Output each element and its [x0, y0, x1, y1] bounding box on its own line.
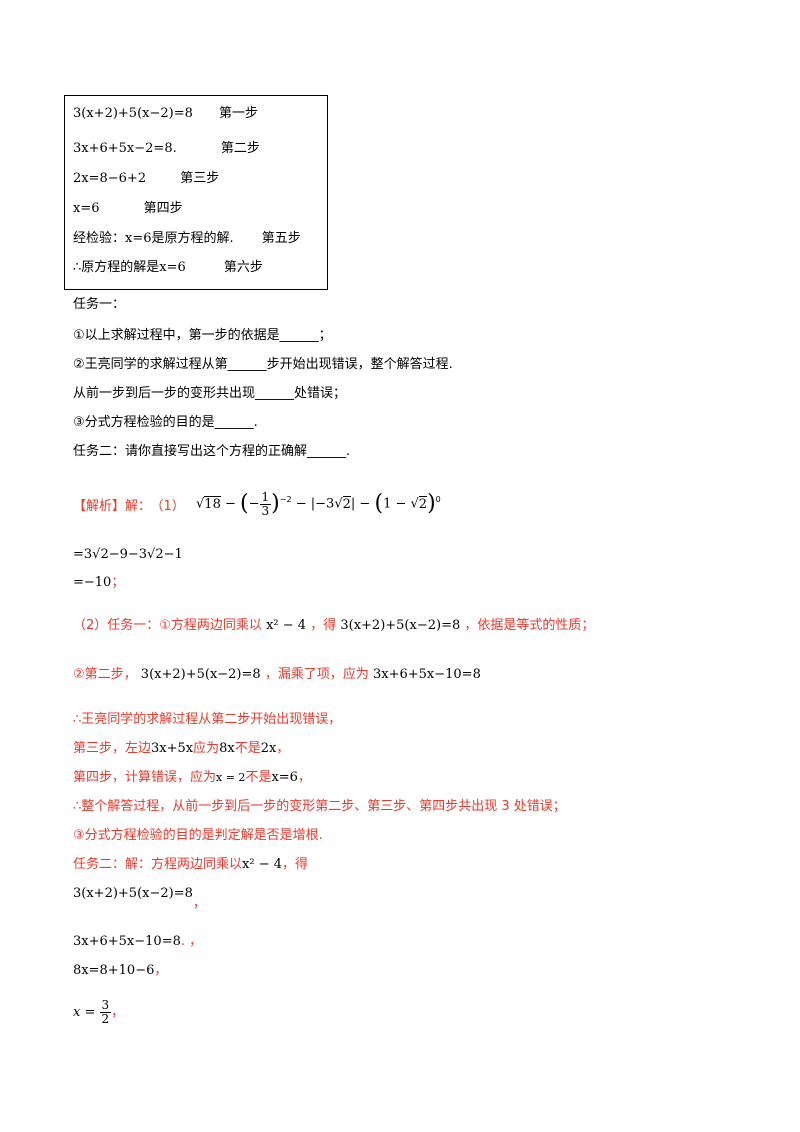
task-q3: ③分式方程检验的目的是______. [73, 415, 258, 430]
result-line-1: =3√2−9−3√2−1 [73, 547, 183, 562]
step-3-label: 第三步 [180, 171, 220, 186]
step-4-label: 第四步 [143, 201, 183, 216]
multiplier-expression: x² − 4 [266, 618, 307, 633]
step-6-label: 第六步 [223, 260, 263, 275]
box-step-3: 2x=8−6+2 第三步 [73, 171, 219, 187]
step-2-equation: 3x+6+5x−2=8 [73, 141, 173, 156]
error-count-line: ∴整个解答过程，从前一步到后一步的变形第二步、第三步、第四步共出现 3 处错误； [73, 799, 566, 814]
analysis-label-line: 【解析】解：（1） [73, 499, 185, 514]
part2-step2-line: ②第二步， 3(x+2)+5(x−2)=8 ，漏乘了项，应为 3x+6+5x−1… [73, 667, 481, 682]
step-5-label: 第五步 [261, 231, 301, 246]
task-one-title: 任务一： [73, 297, 126, 312]
box-step-5: 经检验：x=6是原方程的解. 第五步 [73, 231, 301, 246]
task-two: 任务二：请你直接写出这个方程的正确解______. [73, 444, 351, 459]
box-step-2: 3x+6+5x−2=8. 第二步 [73, 141, 260, 156]
box-step-1: 3(x+2)+5(x−2)=8 第一步 [73, 106, 258, 122]
task2-solution-line: 任务二：解：方程两边同乘以x² − 4，得 [73, 857, 309, 872]
step-5-equation: x=6 [125, 231, 152, 246]
box-step-4: x=6 第四步 [73, 201, 183, 217]
conclusion-line: ∴王亮同学的求解过程从第二步开始出现错误， [73, 712, 342, 727]
step-1-equation: 3(x+2)+5(x−2)=8 [73, 106, 193, 121]
steps-box [64, 95, 328, 290]
part2-line: （2）任务一：①方程两边同乘以 x² − 4 ，得 3(x+2)+5(x−2)=… [73, 618, 595, 633]
step-2-label: 第二步 [220, 141, 260, 156]
check-purpose-line: ③分式方程检验的目的是判定解是否是增根. [73, 828, 323, 843]
step-6-equation: x=6 [159, 260, 186, 275]
result-line-2: =−10； [73, 575, 125, 590]
equation-1: 3(x+2)+5(x−2)=8， [73, 886, 206, 911]
step-3-equation: 2x=8−6+2 [73, 171, 147, 186]
task-q2: ②王亮同学的求解过程从第______步开始出现错误，整个解答过程. [73, 357, 453, 372]
box-step-6: ∴原方程的解是x=6 第六步 [73, 260, 263, 275]
task-q1: ①以上求解过程中，第一步的依据是______； [73, 328, 332, 343]
analysis-label: 【解析】 [73, 499, 126, 514]
step-1-label: 第一步 [219, 106, 259, 121]
equation-3: 8x=8+10−6， [73, 963, 168, 978]
step4-error-line: 第四步，计算错误，应为x = 2不是x=6， [73, 770, 311, 785]
step-4-equation: x=6 [73, 201, 100, 216]
equation-2: 3x+6+5x−10=8. ， [73, 934, 203, 949]
task-q2b: 从前一步到后一步的变形共出现______处错误； [73, 386, 347, 401]
step3-error-line: 第三步，左边3x+5x应为8x不是2x， [73, 741, 290, 756]
